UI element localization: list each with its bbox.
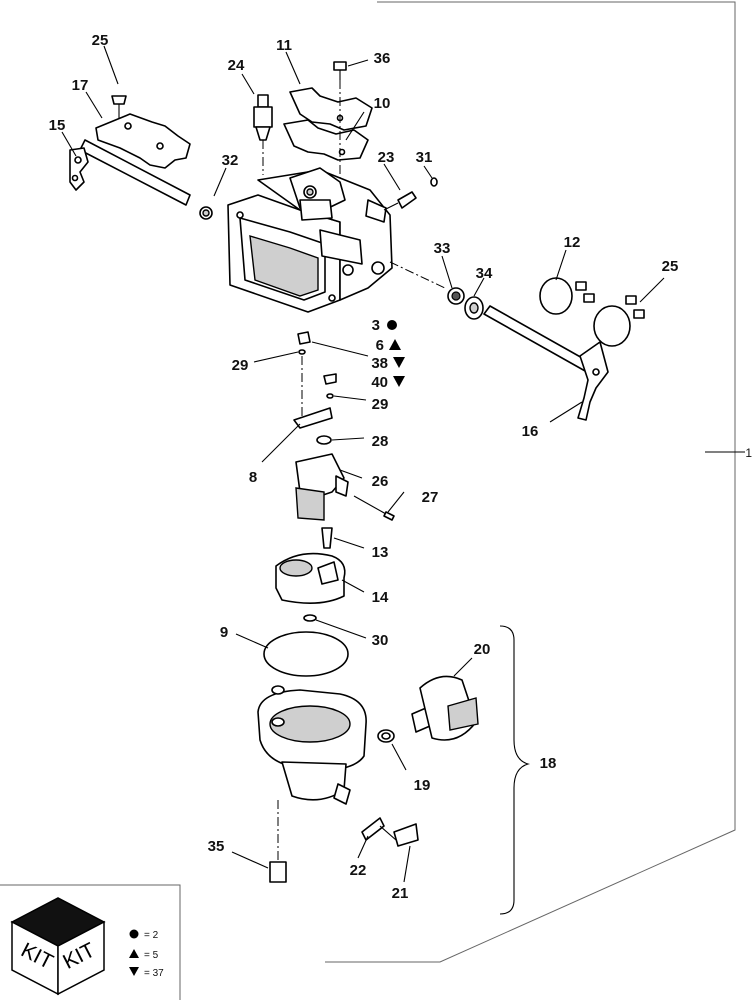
- label-1: 1: [745, 446, 752, 460]
- label-8: 8: [249, 469, 257, 486]
- label-24: 24: [228, 57, 245, 74]
- label-28: 28: [372, 433, 389, 450]
- label-10: 10: [374, 95, 391, 112]
- fuel-shutoff-solenoid: [377, 675, 479, 743]
- label-6: 6: [376, 337, 384, 354]
- label-19: 19: [414, 777, 431, 794]
- bowl-group-brace: [499, 625, 530, 915]
- label-35: 35: [208, 838, 225, 855]
- legend-triangle-up-icon: [129, 949, 139, 958]
- label-22: 22: [350, 862, 367, 879]
- label-11: 11: [276, 37, 292, 54]
- idle-mixture-needle: [253, 94, 273, 175]
- label-30: 30: [372, 632, 389, 649]
- kit-box-icon: KIT KIT: [10, 897, 106, 996]
- label-23: 23: [378, 149, 395, 166]
- throttle-shaft-assembly: [69, 95, 213, 220]
- label-16: 16: [522, 423, 539, 440]
- main-jet-and-float: [263, 527, 349, 677]
- label-40: 40: [371, 374, 388, 391]
- legend-circle-text: = 2: [144, 930, 159, 941]
- circle-marker-icon: [387, 320, 397, 330]
- label-26: 26: [372, 473, 389, 490]
- part-labels: 25 17 15 32 24 11 36 10 23 31 33 34 12 2…: [49, 32, 753, 902]
- label-36: 36: [374, 50, 391, 67]
- assembly-frame: [325, 1, 736, 963]
- label-20: 20: [474, 641, 491, 658]
- kit-legend: KIT KIT = 2 = 5 = 37: [0, 884, 181, 1000]
- triangle-up-marker-icon: [389, 339, 401, 350]
- label-31: 31: [416, 149, 433, 166]
- float-and-valve-parts: [293, 331, 395, 521]
- label-15: 15: [49, 117, 66, 134]
- label-18: 18: [540, 755, 557, 772]
- label-25-top: 25: [92, 32, 109, 49]
- label-21: 21: [392, 885, 409, 902]
- fuel-bowl: [257, 685, 367, 883]
- label-13: 13: [372, 544, 389, 561]
- label-25-right: 25: [662, 258, 679, 275]
- idle-adjust-screw: [361, 817, 419, 847]
- label-33: 33: [434, 240, 451, 257]
- leader-lines: [61, 45, 665, 883]
- label-38: 38: [371, 355, 388, 372]
- label-29-left: 29: [232, 357, 249, 374]
- legend-triangle-down-text: = 37: [144, 968, 164, 979]
- label-14: 14: [372, 589, 389, 606]
- label-27: 27: [422, 489, 439, 506]
- kit-legend-frame: [0, 884, 181, 1000]
- carburetor-body: [227, 167, 446, 313]
- label-9: 9: [220, 624, 228, 641]
- label-32: 32: [222, 152, 239, 169]
- choke-shaft-assembly: [447, 277, 645, 421]
- triangle-down-marker-icon: [393, 376, 405, 387]
- legend-circle-icon: [129, 929, 139, 939]
- legend-triangle-up-text: = 5: [144, 950, 159, 961]
- label-3: 3: [372, 317, 380, 334]
- label-34: 34: [476, 265, 493, 282]
- triangle-down-marker-icon: [393, 357, 405, 368]
- label-29-right: 29: [372, 396, 389, 413]
- label-17: 17: [72, 77, 89, 94]
- adjusting-screw-23-31: [383, 177, 438, 211]
- label-12: 12: [564, 234, 581, 251]
- top-cover-gaskets: [283, 61, 373, 190]
- legend-triangle-down-icon: [129, 967, 139, 976]
